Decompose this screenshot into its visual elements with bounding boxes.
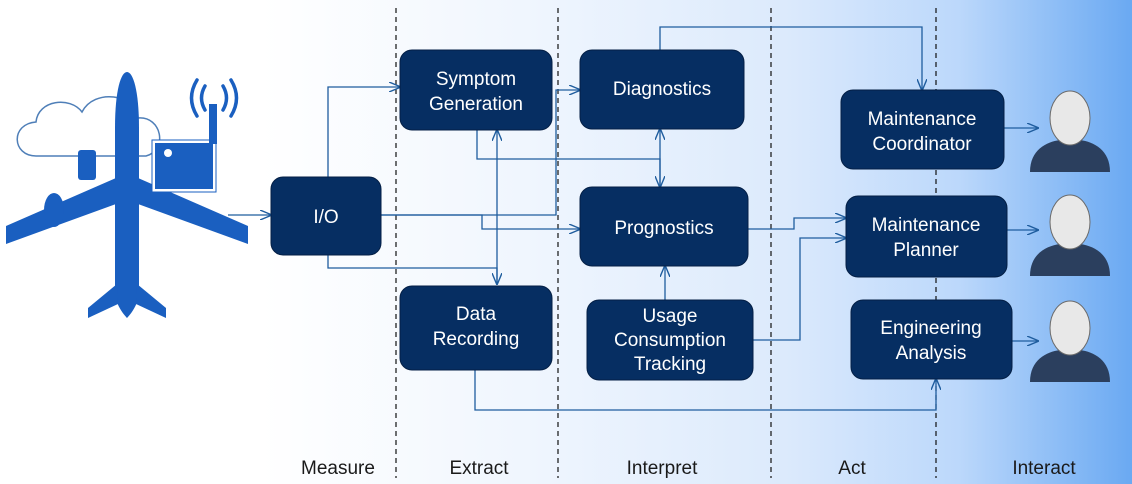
maintenance-planner-box: Maintenance Planner	[845, 195, 1008, 278]
maintenance-coordinator-label-line2: Coordinator	[872, 134, 972, 155]
diagnostics-label: Diagnostics	[613, 79, 711, 100]
engineering-analysis-label-line1: Engineering	[880, 318, 981, 339]
connector-prognostics-to-planner	[748, 218, 846, 230]
aircraft-illustration	[6, 72, 248, 318]
phase-label-act: Act	[838, 458, 866, 479]
engineering-analysis-label-line2: Analysis	[896, 343, 967, 364]
symptom-generation-label-line2: Generation	[429, 94, 523, 115]
phase-label-interact: Interact	[1012, 458, 1076, 479]
maintenance-coordinator-label-line1: Maintenance	[868, 109, 977, 130]
usage-tracking-label-line1: Usage	[643, 306, 698, 327]
phase-label-measure: Measure	[301, 458, 375, 479]
diagnostics-box: Diagnostics	[579, 49, 745, 130]
symptom-generation-box: Symptom Generation	[399, 49, 553, 131]
io-label: I/O	[313, 207, 338, 228]
usage-tracking-label-line2: Consumption	[614, 330, 726, 351]
sensor-device-icon	[151, 104, 217, 193]
usage-tracking-label-line3: Tracking	[634, 354, 706, 375]
maintenance-planner-label-line1: Maintenance	[872, 215, 981, 236]
engineering-analysis-box: Engineering Analysis	[850, 299, 1013, 380]
connector-io-to-data-recording	[327, 255, 497, 284]
connectors	[228, 26, 1038, 411]
wireless-signal-icon	[189, 78, 239, 118]
usage-tracking-box: Usage Consumption Tracking	[586, 299, 754, 381]
airplane-icon	[6, 72, 248, 318]
data-recording-box: Data Recording	[399, 285, 553, 371]
connector-data-recording-to-engineering	[474, 370, 936, 411]
data-recording-label-line1: Data	[456, 304, 497, 325]
user-icon	[1030, 300, 1110, 382]
phase-label-extract: Extract	[449, 458, 509, 479]
user-icon	[1030, 90, 1110, 172]
maintenance-planner-label-line2: Planner	[893, 240, 959, 261]
phase-labels: Measure Extract Interpret Act Interact	[301, 458, 1076, 479]
connector-io-to-prognostics	[381, 214, 580, 229]
phase-label-interpret: Interpret	[627, 458, 698, 479]
user-icon	[1030, 194, 1110, 276]
data-recording-label-line2: Recording	[433, 329, 520, 350]
connector-io-to-symptom	[327, 87, 400, 177]
prognostics-label: Prognostics	[614, 218, 713, 239]
maintenance-coordinator-box: Maintenance Coordinator	[840, 89, 1005, 170]
symptom-generation-label-line1: Symptom	[436, 69, 516, 90]
prognostics-box: Prognostics	[579, 186, 749, 267]
io-box: I/O	[270, 176, 382, 256]
connector-usage-to-planner	[753, 238, 846, 341]
connector-diagnostics-to-coordinator	[659, 26, 922, 90]
connector-symptom-to-prognostics	[476, 130, 660, 187]
